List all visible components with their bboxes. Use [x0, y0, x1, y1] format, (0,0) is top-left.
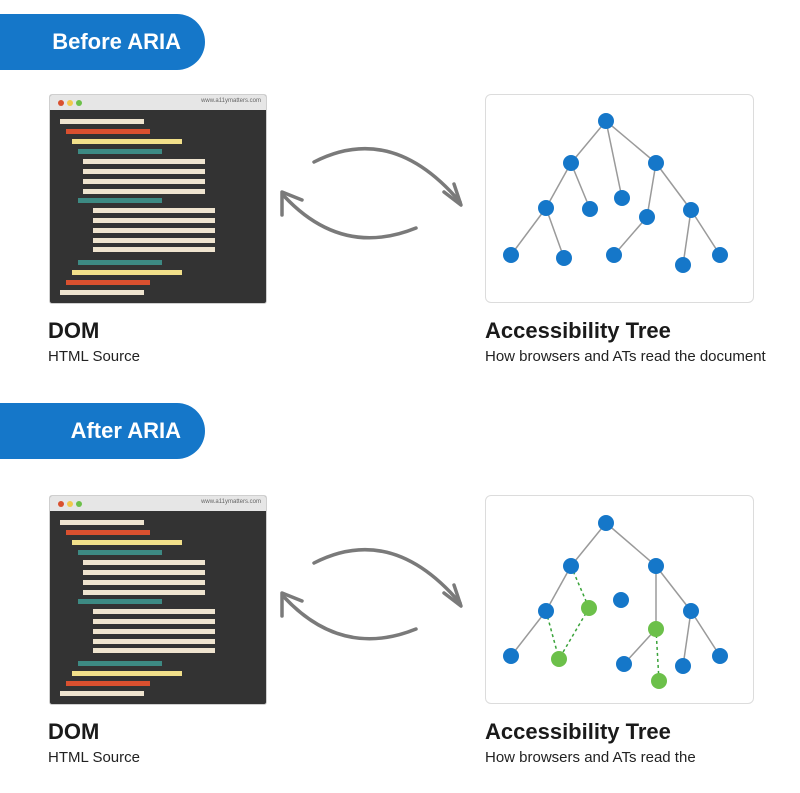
- code-line: [93, 208, 215, 213]
- tree-node: [563, 155, 579, 171]
- accessibility-tree-diagram: [485, 94, 754, 303]
- dom-title: DOM: [48, 318, 100, 343]
- tree-node: [563, 558, 579, 574]
- code-line: [93, 629, 215, 634]
- code-line: [60, 119, 144, 124]
- minimize-dot-icon: [67, 501, 73, 507]
- tree-edges: [510, 522, 721, 667]
- tree-subtitle: How browsers and ATs read the document: [485, 348, 766, 365]
- code-line: [83, 179, 205, 184]
- code-line: [78, 260, 162, 265]
- code-line: [78, 149, 162, 154]
- before-aria-badge: Before ARIA: [0, 14, 205, 70]
- tree-node: [639, 209, 655, 225]
- browser-title-bar: www.a11ymatters.com: [50, 95, 266, 110]
- tree-subtitle: How browsers and ATs read the: [485, 749, 696, 766]
- tree-node: [556, 250, 572, 266]
- tree-node: [538, 603, 554, 619]
- sync-arrows-icon: [280, 146, 463, 240]
- aria-node: [648, 621, 664, 637]
- tree-node: [648, 558, 664, 574]
- after-aria-section: After ARIA www.a11ymatters.com: [0, 403, 800, 793]
- browser-title-bar: www.a11ymatters.com: [50, 496, 266, 511]
- tree-node: [582, 201, 598, 217]
- code-line: [72, 540, 182, 545]
- code-line: [60, 290, 144, 295]
- code-line: [72, 671, 182, 676]
- tree-node: [538, 200, 554, 216]
- code-line: [83, 169, 205, 174]
- after-aria-badge: After ARIA: [0, 403, 205, 459]
- tree-node: [503, 648, 519, 664]
- code-line: [66, 681, 150, 686]
- maximize-dot-icon: [76, 501, 82, 507]
- code-line: [66, 129, 150, 134]
- code-line: [93, 247, 215, 252]
- code-line: [78, 599, 162, 604]
- dom-title: DOM: [48, 719, 100, 744]
- code-line: [83, 590, 205, 595]
- aria-nodes: [551, 600, 667, 689]
- dom-subtitle: HTML Source: [48, 749, 140, 766]
- code-line: [83, 570, 205, 575]
- code-line: [93, 238, 215, 243]
- code-line: [78, 198, 162, 203]
- code-line: [83, 159, 205, 164]
- browser-url: www.a11ymatters.com: [201, 98, 261, 104]
- code-line: [66, 530, 150, 535]
- accessibility-tree-diagram: [485, 495, 754, 704]
- dom-browser-window: www.a11ymatters.com: [49, 495, 267, 705]
- code-line: [72, 270, 182, 275]
- aria-node: [551, 651, 567, 667]
- code-line: [83, 580, 205, 585]
- code-line: [93, 228, 215, 233]
- code-line: [83, 189, 205, 194]
- close-dot-icon: [58, 100, 64, 106]
- before-aria-section: Before ARIA www.a11ymatters.com: [0, 0, 800, 390]
- tree-node: [613, 592, 629, 608]
- tree-node: [598, 515, 614, 531]
- tree-node: [503, 247, 519, 263]
- dom-subtitle: HTML Source: [48, 348, 140, 365]
- maximize-dot-icon: [76, 100, 82, 106]
- tree-node: [616, 656, 632, 672]
- tree-edges: [510, 120, 721, 266]
- code-line: [78, 661, 162, 666]
- tree-title: Accessibility Tree: [485, 318, 671, 343]
- code-line: [60, 520, 144, 525]
- minimize-dot-icon: [67, 100, 73, 106]
- tree-node: [675, 257, 691, 273]
- browser-url: www.a11ymatters.com: [201, 499, 261, 505]
- tree-node: [648, 155, 664, 171]
- tree-node: [712, 247, 728, 263]
- tree-nodes: [503, 113, 728, 273]
- tree-node: [683, 603, 699, 619]
- code-line: [83, 560, 205, 565]
- tree-nodes: [503, 515, 728, 674]
- code-line: [93, 218, 215, 223]
- code-line: [66, 280, 150, 285]
- code-line: [78, 550, 162, 555]
- close-dot-icon: [58, 501, 64, 507]
- tree-node: [598, 113, 614, 129]
- dom-browser-window: www.a11ymatters.com: [49, 94, 267, 304]
- aria-node: [651, 673, 667, 689]
- aria-node: [581, 600, 597, 616]
- code-line: [93, 619, 215, 624]
- tree-title: Accessibility Tree: [485, 719, 671, 744]
- code-line: [60, 691, 144, 696]
- code-line: [72, 139, 182, 144]
- tree-node: [606, 247, 622, 263]
- code-line: [93, 648, 215, 653]
- tree-node: [683, 202, 699, 218]
- sync-arrows-icon: [280, 547, 463, 641]
- tree-node: [712, 648, 728, 664]
- code-line: [93, 609, 215, 614]
- tree-node: [675, 658, 691, 674]
- tree-node: [614, 190, 630, 206]
- code-line: [93, 639, 215, 644]
